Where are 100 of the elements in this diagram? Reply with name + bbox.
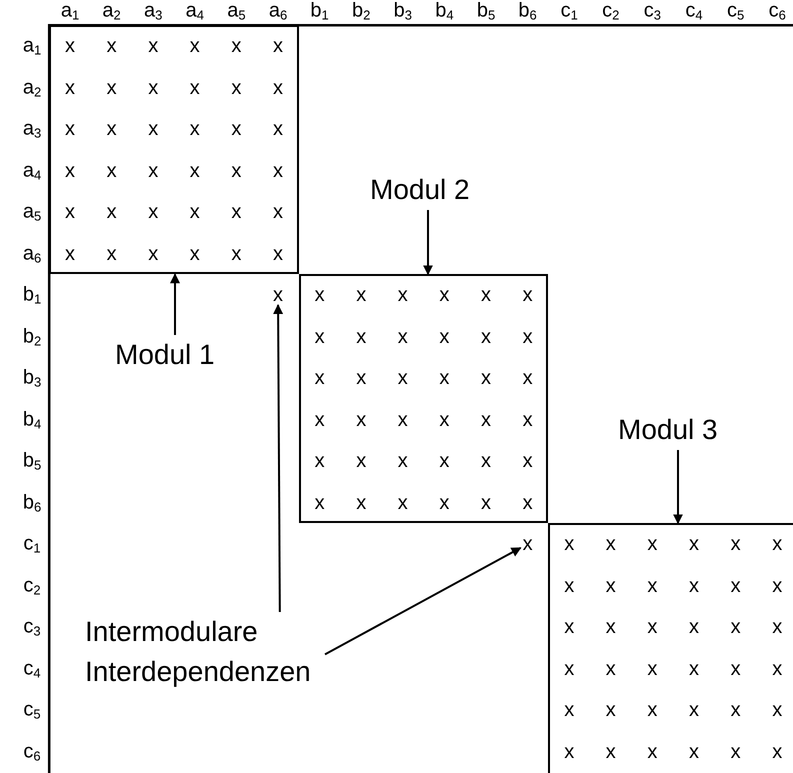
matrix-mark: x: [439, 451, 450, 471]
column-header: b$_{3}$: [394, 0, 412, 22]
matrix-mark: x: [106, 36, 117, 56]
matrix-mark: x: [522, 492, 533, 512]
matrix-mark: x: [564, 617, 574, 637]
row-header: a$_{3}$: [22, 118, 42, 140]
dependency-mark: x: [271, 285, 285, 305]
row-header: b$_{2}$: [22, 326, 42, 347]
column-header: c$_{1}$: [560, 0, 578, 22]
matrix-mark: x: [106, 244, 117, 264]
matrix-mark: x: [273, 36, 283, 56]
matrix-mark: x: [398, 410, 408, 430]
matrix-mark: x: [689, 617, 699, 637]
module-box: [548, 523, 793, 773]
matrix-mark: x: [606, 534, 616, 554]
matrix-mark: x: [148, 160, 158, 180]
row-header: a$_{2}$: [22, 77, 42, 98]
matrix-mark: x: [273, 160, 283, 180]
matrix-mark: x: [273, 244, 283, 264]
matrix-mark: x: [65, 202, 75, 222]
matrix-mark: x: [606, 700, 616, 720]
row-header: b$_{1}$: [22, 284, 42, 306]
matrix-mark: x: [190, 244, 200, 264]
column-header: b$_{4}$: [435, 0, 454, 22]
matrix-mark: x: [481, 326, 491, 346]
matrix-mark: x: [564, 658, 574, 678]
matrix-mark: x: [730, 658, 741, 678]
row-header: b$_{6}$: [22, 492, 42, 513]
arrow: [324, 546, 522, 656]
arrow: [273, 304, 284, 612]
row-header: b$_{3}$: [22, 368, 42, 388]
matrix-mark: x: [314, 326, 325, 346]
matrix-mark: x: [439, 492, 450, 512]
matrix-mark: x: [481, 285, 491, 305]
matrix-mark: x: [356, 410, 366, 430]
column-header: c$_{6}$: [768, 0, 786, 22]
arrow: [170, 273, 180, 335]
column-header: a$_{4}$: [186, 0, 204, 22]
column-header: a$_{1}$: [60, 0, 80, 22]
matrix-mark: x: [231, 78, 242, 98]
matrix-mark: x: [481, 410, 491, 430]
matrix-mark: x: [65, 160, 75, 180]
row-header: a$_{1}$: [22, 36, 42, 56]
matrix-mark: x: [356, 285, 366, 305]
matrix-mark: x: [190, 160, 200, 180]
matrix-mark: x: [356, 492, 366, 512]
matrix-mark: x: [190, 36, 200, 56]
matrix-mark: x: [647, 658, 658, 678]
matrix-mark: x: [65, 244, 75, 264]
matrix-mark: x: [439, 285, 450, 305]
column-header: c$_{3}$: [644, 0, 661, 22]
module-label: Modul 2: [370, 170, 470, 210]
row-header: a$_{6}$: [22, 243, 42, 264]
row-header: a$_{4}$: [22, 160, 42, 181]
row-header: b$_{4}$: [22, 409, 42, 430]
matrix-mark: x: [606, 658, 616, 678]
matrix-mark: x: [65, 36, 75, 56]
matrix-mark: x: [231, 244, 242, 264]
matrix-mark: x: [190, 78, 200, 98]
column-header: a$_{6}$: [268, 0, 288, 22]
matrix-mark: x: [522, 451, 533, 471]
matrix-mark: x: [730, 576, 741, 596]
matrix-mark: x: [689, 742, 699, 762]
matrix-mark: x: [772, 576, 782, 596]
row-header: b$_{5}$: [22, 450, 42, 472]
matrix-mark: x: [314, 451, 325, 471]
matrix-mark: x: [65, 78, 75, 98]
matrix-mark: x: [148, 119, 158, 139]
matrix-mark: x: [481, 368, 491, 388]
matrix-mark: x: [190, 202, 200, 222]
row-header: c$_{4}$: [23, 658, 41, 679]
matrix-mark: x: [190, 119, 200, 139]
matrix-mark: x: [106, 78, 117, 98]
matrix-mark: x: [231, 119, 242, 139]
matrix-mark: x: [564, 576, 574, 596]
row-header: c$_{5}$: [23, 700, 41, 720]
matrix-mark: x: [689, 534, 699, 554]
matrix-mark: x: [730, 617, 741, 637]
matrix-mark: x: [231, 36, 242, 56]
column-header: b$_{2}$: [352, 0, 370, 22]
matrix-mark: x: [106, 119, 117, 139]
matrix-mark: x: [606, 617, 616, 637]
module-box: [298, 274, 548, 524]
matrix-mark: x: [647, 700, 658, 720]
matrix-mark: x: [689, 700, 699, 720]
column-header: b$_{1}$: [310, 0, 329, 22]
row-header: c$_{3}$: [23, 616, 41, 638]
matrix-mark: x: [398, 492, 408, 512]
column-header: a$_{5}$: [227, 0, 246, 22]
matrix-mark: x: [314, 285, 325, 305]
matrix-mark: x: [65, 119, 75, 139]
column-header: c$_{2}$: [602, 0, 620, 22]
matrix-mark: x: [356, 451, 366, 471]
matrix-mark: x: [564, 700, 574, 720]
matrix-mark: x: [148, 244, 158, 264]
matrix-mark: x: [439, 410, 450, 430]
matrix-mark: x: [772, 658, 782, 678]
matrix-mark: x: [606, 576, 616, 596]
matrix-mark: x: [398, 285, 408, 305]
matrix-mark: x: [772, 742, 782, 762]
